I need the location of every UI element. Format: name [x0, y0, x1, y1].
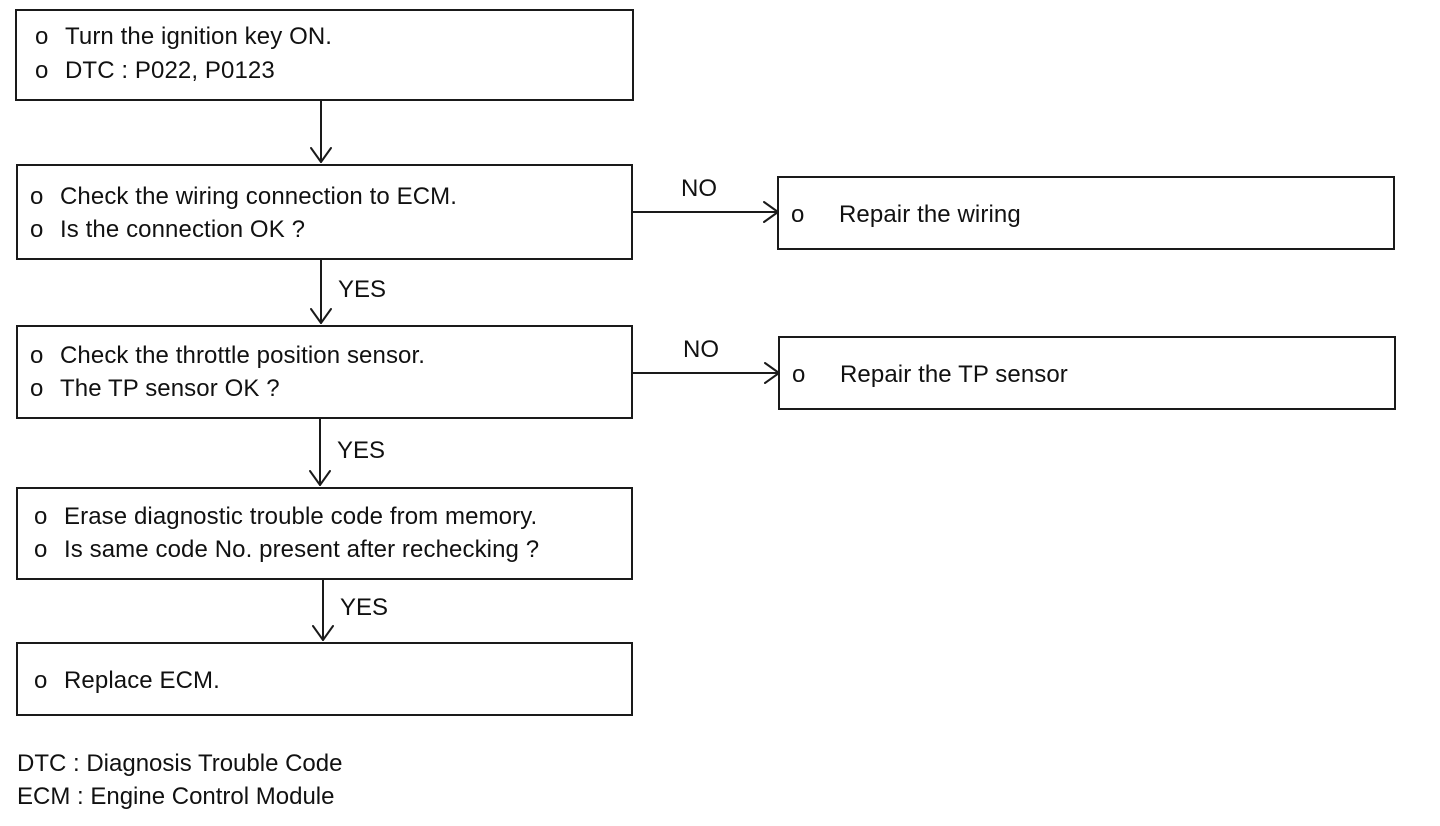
- action-text: Repair the wiring: [839, 201, 1021, 228]
- bullet-marker: o: [30, 216, 44, 243]
- step-box-replace-ecm: o Replace ECM.: [16, 642, 633, 716]
- branch-label-yes: YES: [340, 594, 389, 621]
- step-line: o Turn the ignition key ON.: [35, 23, 332, 51]
- step-line: o Is same code No. present after rechecki…: [34, 536, 539, 564]
- bullet-marker: o: [35, 57, 49, 84]
- bullet-marker: o: [35, 23, 49, 50]
- step-line: o The TP sensor OK ?: [30, 375, 280, 403]
- bullet-marker: o: [34, 536, 48, 563]
- step-text: Check the throttle position sensor.: [60, 342, 426, 369]
- action-text: Repair the TP sensor: [840, 361, 1068, 388]
- action-box-repair-tp-sensor: o Repair the TP sensor: [778, 336, 1396, 410]
- step-text: Replace ECM.: [64, 667, 220, 694]
- legend-ecm: ECM : Engine Control Module: [17, 783, 335, 810]
- step-line: o Replace ECM.: [34, 667, 220, 695]
- step-text: Turn the ignition key ON.: [65, 23, 333, 50]
- step-line: o Check the wiring connection to ECM.: [30, 183, 457, 211]
- step-box-erase-dtc: o Erase diagnostic trouble code from memo…: [16, 487, 633, 580]
- step-line: o DTC : P022, P0123: [35, 57, 275, 85]
- step-text: Is the connection OK ?: [60, 216, 306, 243]
- branch-label-yes: YES: [338, 276, 387, 303]
- step-line: o Is the connection OK ?: [30, 216, 305, 244]
- branch-label-yes: YES: [337, 437, 386, 464]
- legend-dtc: DTC : Diagnosis Trouble Code: [17, 750, 343, 777]
- action-line: o Repair the TP sensor: [792, 361, 1068, 389]
- bullet-marker: o: [34, 667, 48, 694]
- action-line: o Repair the wiring: [791, 201, 1021, 229]
- step-text: Erase diagnostic trouble code from memor…: [64, 503, 538, 530]
- bullet-marker: o: [30, 183, 44, 210]
- action-box-repair-wiring: o Repair the wiring: [777, 176, 1395, 250]
- branch-label-no: NO: [681, 175, 717, 202]
- step-text: DTC : P022, P0123: [65, 57, 275, 84]
- bullet-marker: o: [791, 201, 805, 228]
- step-text: Is same code No. present after recheckin…: [64, 536, 540, 563]
- branch-label-no: NO: [683, 336, 719, 363]
- bullet-marker: o: [792, 361, 806, 388]
- bullet-marker: o: [30, 342, 44, 369]
- bullet-marker: o: [30, 375, 44, 402]
- bullet-marker: o: [34, 503, 48, 530]
- step-line: o Erase diagnostic trouble code from memo…: [34, 503, 537, 531]
- step-text: Check the wiring connection to ECM.: [60, 183, 458, 210]
- step-text: The TP sensor OK ?: [60, 375, 280, 402]
- step-line: o Check the throttle position sensor.: [30, 342, 425, 370]
